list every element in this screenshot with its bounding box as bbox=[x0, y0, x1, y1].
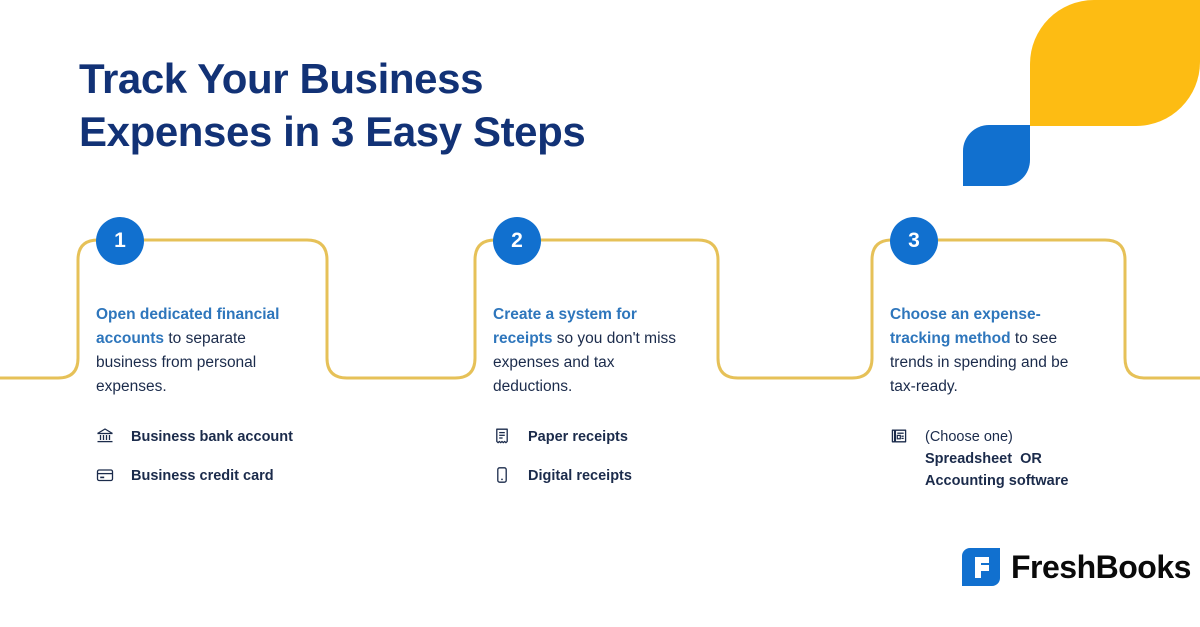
step-3-rest: to see trends in spending and be tax-rea… bbox=[890, 330, 1069, 395]
choose-one-label: (Choose one) bbox=[925, 429, 1013, 445]
option-spreadsheet: Spreadsheet OR bbox=[925, 451, 1042, 467]
freshbooks-wordmark: FreshBooks bbox=[1011, 548, 1191, 585]
step-1: 1 Open dedicated financial accounts to s… bbox=[96, 217, 426, 504]
page-title-line-2: Expenses in 3 Easy Steps bbox=[79, 108, 586, 155]
list-item: Paper receipts bbox=[493, 426, 823, 448]
step-2-description: Create a system for receipts so you don'… bbox=[493, 303, 693, 399]
list-item-label: Business bank account bbox=[131, 429, 293, 445]
list-item-label: Paper receipts bbox=[528, 429, 628, 445]
page-title: Track Your Business Expenses in 3 Easy S… bbox=[79, 52, 719, 158]
bank-icon bbox=[96, 427, 114, 447]
option-accounting-software: Accounting software bbox=[925, 473, 1069, 489]
list-item-label-group: (Choose one) Spreadsheet OR Accounting s… bbox=[925, 426, 1068, 492]
list-item-label: Digital receipts bbox=[528, 468, 632, 484]
step-2-highlight: Create a system for receipts bbox=[493, 306, 637, 347]
ledger-book-icon bbox=[890, 427, 908, 447]
page-title-line-1: Track Your Business bbox=[79, 55, 484, 102]
step-3-number-badge: 3 bbox=[890, 217, 938, 265]
step-1-list: Business bank account Business credit ca… bbox=[96, 426, 426, 487]
step-1-rest: to separate business from personal expen… bbox=[96, 330, 257, 395]
receipt-icon bbox=[493, 427, 511, 447]
decorative-blue-shape bbox=[963, 125, 1030, 186]
freshbooks-logo: FreshBooks bbox=[962, 548, 1191, 586]
list-item-label: Business credit card bbox=[131, 468, 274, 484]
step-2-number-badge: 2 bbox=[493, 217, 541, 265]
list-item: (Choose one) Spreadsheet OR Accounting s… bbox=[890, 426, 1200, 492]
step-2-list: Paper receipts Digital receipts bbox=[493, 426, 823, 487]
step-2: 2 Create a system for receipts so you do… bbox=[493, 217, 823, 504]
step-1-number-badge: 1 bbox=[96, 217, 144, 265]
step-2-rest: so you don't miss expenses and tax deduc… bbox=[493, 330, 677, 395]
freshbooks-f-mark-icon bbox=[962, 548, 1000, 586]
list-item: Business bank account bbox=[96, 426, 426, 448]
step-3-description: Choose an expense-tracking method to see… bbox=[890, 303, 1085, 399]
step-1-description: Open dedicated financial accounts to sep… bbox=[96, 303, 296, 399]
step-3-highlight: Choose an expense-tracking method bbox=[890, 306, 1041, 347]
decorative-yellow-shape bbox=[1030, 0, 1200, 126]
step-3-list: (Choose one) Spreadsheet OR Accounting s… bbox=[890, 426, 1200, 492]
credit-card-icon bbox=[96, 466, 114, 486]
mobile-phone-icon bbox=[493, 466, 511, 486]
step-3: 3 Choose an expense-tracking method to s… bbox=[890, 217, 1200, 509]
list-item: Digital receipts bbox=[493, 465, 823, 487]
list-item: Business credit card bbox=[96, 465, 426, 487]
step-1-highlight: Open dedicated financial accounts bbox=[96, 306, 280, 347]
